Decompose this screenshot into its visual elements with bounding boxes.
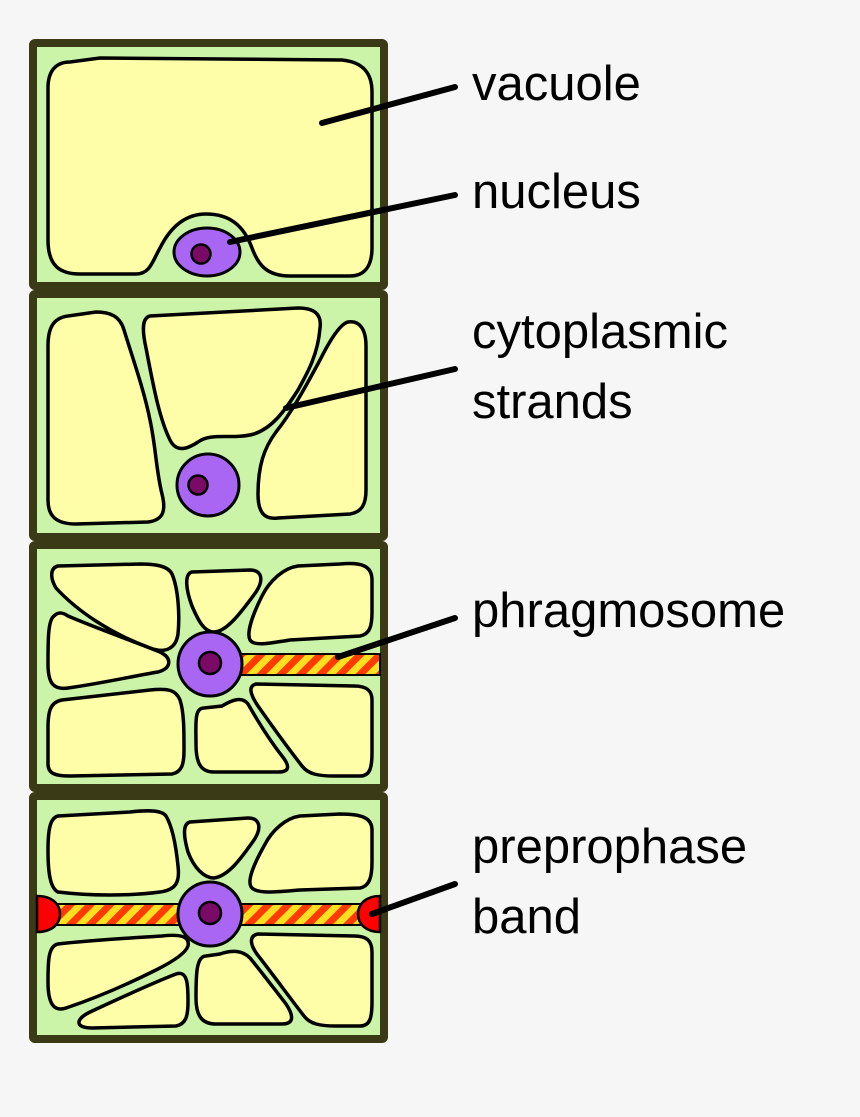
label-phragmosome: phragmosome: [472, 584, 785, 638]
cell-2-vacuole-right: [256, 320, 368, 521]
label-cytoplasmic-line2: strands: [472, 375, 633, 429]
cell-1-vacuole: [46, 56, 374, 278]
cell-4-vacuole-top-right: [248, 812, 374, 894]
leader-lines: [227, 84, 458, 917]
cell-3-phragmosome: [29, 541, 388, 792]
cell-2-vacuole-top: [141, 306, 323, 451]
label-preprophase-line2: band: [472, 890, 581, 944]
cell-3-vacuole-top-right: [247, 561, 374, 646]
cell-3-nucleolus: [197, 650, 223, 676]
leader-line-vacuole: [319, 84, 458, 126]
cell-4-band-end-left: [35, 894, 62, 934]
label-vacuole: vacuole: [472, 57, 641, 111]
leader-line-preprophase-band: [369, 881, 458, 917]
cell-3-vacuole-left-middle: [46, 611, 171, 691]
cell-2-cytoplasmic-strands: [29, 290, 388, 541]
leader-line-nucleus: [227, 192, 458, 245]
cell-4-vacuole-bottom-right: [249, 932, 374, 1028]
cell-4-vacuole-left-middle: [46, 933, 190, 1011]
cell-3-vacuole-bottom-left: [46, 687, 186, 778]
cell-4-vacuole-top-left: [46, 809, 181, 897]
cell-3-phragmosome-band: [239, 653, 381, 676]
cell-4-preprophase: [29, 792, 388, 1043]
label-cytoplasmic-line1: cytoplasmic: [472, 305, 728, 359]
leader-line-phragmosome: [335, 615, 458, 660]
cell-2-vacuole-left: [46, 310, 166, 526]
cell-3-vacuole-bottom-right: [249, 682, 374, 778]
label-nucleus: nucleus: [472, 165, 641, 219]
cell-1-nucleolus: [190, 243, 212, 265]
cell-4-nucleolus: [197, 900, 223, 926]
cell-2-nucleolus: [187, 474, 209, 496]
labels: vacuole nucleus cytoplasmic strands phra…: [472, 57, 785, 944]
cell-1-interphase: [29, 39, 388, 290]
cell-4-vacuole-top-middle: [182, 816, 261, 880]
cell-4-vacuole-bottom-left: [77, 971, 190, 1030]
cell-3-vacuole-bottom-middle: [194, 697, 290, 774]
cell-3-vacuole-top-left: [50, 562, 181, 653]
leader-line-cytoplasmic-strands: [283, 366, 458, 411]
cell-4-vacuole-bottom-middle: [194, 949, 294, 1026]
label-preprophase-line1: preprophase: [472, 820, 747, 874]
